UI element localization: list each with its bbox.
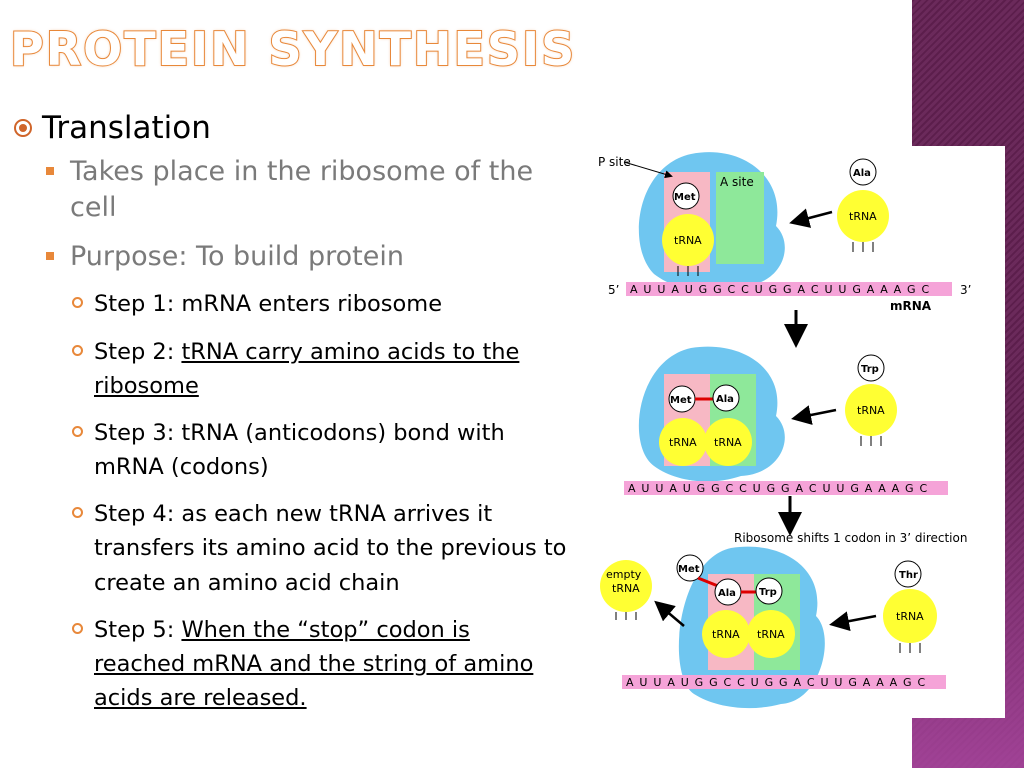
trp-circle-3 <box>755 577 783 605</box>
trp-label-2: Trp <box>861 364 879 375</box>
trna-p-1 <box>662 214 714 266</box>
trna-p-2 <box>659 418 707 466</box>
trna-label: tRNA <box>669 436 697 449</box>
stage-1: P site A site Met tRNA Ala tRNA 5’ A U U… <box>598 152 971 313</box>
anticodon-ticks <box>615 612 637 620</box>
step-2-prefix: Step 2: <box>94 338 182 365</box>
a-site-box-1 <box>716 172 764 264</box>
step-3-text: Step 3: tRNA (anticodons) bond with mRNA… <box>94 419 505 481</box>
trna-a-2 <box>704 418 752 466</box>
step-text: Step 4: as each new tRNA arrives it tran… <box>94 497 567 600</box>
slide-content: Translation Takes place in the ribosome … <box>12 110 567 728</box>
step-text: Step 2: tRNA carry amino acids to the ri… <box>94 335 567 403</box>
ala-circle-2 <box>712 384 740 412</box>
ring-bullet-icon <box>72 425 83 437</box>
peptide-bond-3a <box>697 576 719 588</box>
mrna-label: mRNA <box>890 299 932 313</box>
step-5-underlined: When the “stop” codon is reached mRNA an… <box>94 616 534 712</box>
step-4: Step 4: as each new tRNA arrives it tran… <box>72 497 567 600</box>
trna-a-3 <box>747 610 795 658</box>
anticodon-ticks <box>677 266 699 276</box>
square-bullet-icon <box>46 251 54 260</box>
empty-trna <box>600 560 652 612</box>
arrow-incoming-1 <box>789 208 833 228</box>
ring-bullet-icon <box>72 297 83 309</box>
step-2-underlined: tRNA carry amino acids to the ribosome <box>94 338 520 399</box>
ring-bullet-icon <box>72 507 83 519</box>
step-1-text: Step 1: mRNA enters ribosome <box>94 291 443 318</box>
trna-label: tRNA <box>712 628 740 641</box>
page-title: Protein Synthesis <box>9 21 577 77</box>
ala-circle-1 <box>849 158 877 186</box>
met-label-1: Met <box>674 192 696 203</box>
trp-circle-2 <box>857 354 885 382</box>
diagram-svg: P site A site Met tRNA Ala tRNA 5’ A U U… <box>598 152 971 709</box>
heading-text: Translation <box>42 110 211 146</box>
step-5-prefix: Step 5: <box>94 616 182 643</box>
empty-trna-label-1: empty <box>606 568 642 581</box>
five-prime-label: 5’ <box>608 283 619 297</box>
mrna-sequence-3: A U U A U G G C C U G G A C U U G A A A … <box>626 676 926 689</box>
p-site-pointer <box>623 161 673 179</box>
mrna-sequence-2: A U U A U G G C C U G G A C U U G A A A … <box>628 482 928 495</box>
trna-incoming-2 <box>845 384 897 436</box>
step-4-text: Step 4: as each new tRNA arrives it tran… <box>94 501 567 596</box>
square-bullet-icon <box>46 167 54 175</box>
anticodon-ticks <box>860 436 882 446</box>
mrna-strand-1 <box>626 282 952 296</box>
mrna-strand-2 <box>624 481 948 495</box>
ala-label-2: Ala <box>716 394 734 405</box>
stage-2: Met Ala tRNA tRNA Trp tRNA A U U A U G G… <box>624 346 948 495</box>
step-2: Step 2: tRNA carry amino acids to the ri… <box>72 335 567 403</box>
point-text: Takes place in the ribosome of the cell <box>70 156 534 224</box>
point-purpose: Purpose: To build protein <box>46 239 567 275</box>
ala-label-3: Ala <box>718 588 736 599</box>
ala-label-1: Ala <box>853 168 871 179</box>
thr-circle-3 <box>894 560 922 588</box>
met-label-2: Met <box>670 395 692 406</box>
anticodon-ticks <box>899 643 921 653</box>
arrow-exit <box>654 600 685 627</box>
p-site-label: P site <box>598 155 631 169</box>
trna-incoming-1 <box>837 190 889 242</box>
step-5: Step 5: When the “stop” codon is reached… <box>72 613 567 716</box>
empty-trna-label-2: tRNA <box>612 582 640 595</box>
thr-label-3: Thr <box>899 570 918 581</box>
translation-diagram: P site A site Met tRNA Ala tRNA 5’ A U U… <box>566 146 1005 718</box>
trna-label: tRNA <box>674 234 702 247</box>
anticodon-ticks <box>852 242 874 252</box>
point-location: Takes place in the ribosome of the cell <box>46 154 567 227</box>
ring-bullet-icon <box>72 622 83 634</box>
ring-bullet-icon <box>72 344 83 356</box>
circle-bullet-icon <box>14 119 32 137</box>
mrna-strand-3 <box>622 675 946 689</box>
trna-label: tRNA <box>757 628 785 641</box>
step-text: Step 5: When the “stop” codon is reached… <box>94 613 567 716</box>
trna-label: tRNA <box>896 610 924 623</box>
trp-label-3: Trp <box>759 587 777 598</box>
arrow-incoming-3 <box>829 611 877 632</box>
step-3: Step 3: tRNA (anticodons) bond with mRNA… <box>72 416 567 484</box>
stage-3: Met Ala Trp tRNA tRNA empty tRNA Thr tRN… <box>600 546 946 709</box>
point-text: Purpose: To build protein <box>70 240 404 272</box>
trna-p-3 <box>702 610 750 658</box>
mrna-sequence-1: A U U A U G G C C U G G A C U U G A A A … <box>630 283 930 296</box>
shift-note: Ribosome shifts 1 codon in 3’ direction <box>734 531 967 545</box>
step-text: Step 3: tRNA (anticodons) bond with mRNA… <box>94 416 567 484</box>
trna-label: tRNA <box>714 436 742 449</box>
trna-incoming-3 <box>883 589 937 643</box>
trna-label: tRNA <box>849 210 877 223</box>
bullet-translation: Translation <box>12 110 567 146</box>
step-1: Step 1: mRNA enters ribosome <box>72 287 567 321</box>
step-text: Step 1: mRNA enters ribosome <box>94 287 442 321</box>
trna-label: tRNA <box>857 404 885 417</box>
arrow-incoming-2 <box>791 405 837 425</box>
a-site-label: A site <box>720 175 754 189</box>
met-label-3: Met <box>678 564 700 575</box>
met-circle-1 <box>672 182 700 210</box>
three-prime-label: 3’ <box>960 283 971 297</box>
met-circle-3 <box>676 554 704 582</box>
